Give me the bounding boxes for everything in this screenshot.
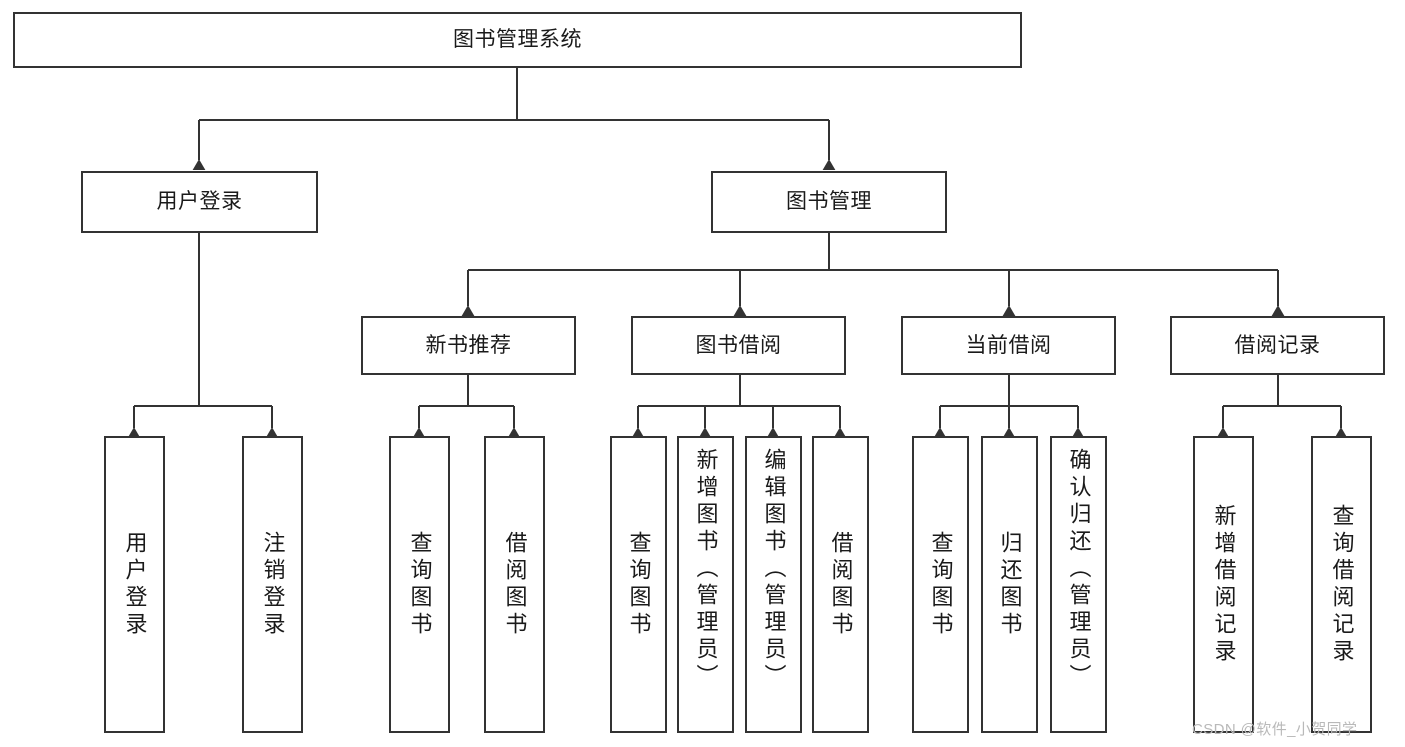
node-leaf-query-book-1[interactable]: 查询图书: [389, 436, 450, 733]
node-leaf-query-book-2-label: 查询图书: [626, 530, 652, 639]
node-leaf-add-book-label: 新增图书（管理员）: [693, 448, 719, 691]
node-borrow-record[interactable]: 借阅记录: [1170, 316, 1385, 375]
node-leaf-add-book[interactable]: 新增图书（管理员）: [677, 436, 734, 733]
node-leaf-query-book-2[interactable]: 查询图书: [610, 436, 667, 733]
node-current-borrow-label: 当前借阅: [965, 333, 1052, 357]
node-new-book-rec-label: 新书推荐: [425, 333, 512, 357]
node-leaf-add-record[interactable]: 新增借阅记录: [1193, 436, 1254, 733]
node-leaf-query-book-3[interactable]: 查询图书: [912, 436, 969, 733]
node-leaf-user-login[interactable]: 用户登录: [104, 436, 165, 733]
node-leaf-borrow-book-2[interactable]: 借阅图书: [812, 436, 869, 733]
node-leaf-borrow-book-1-label: 借阅图书: [502, 530, 528, 639]
node-leaf-return-book[interactable]: 归还图书: [981, 436, 1038, 733]
node-leaf-add-record-label: 新增借阅记录: [1211, 503, 1237, 666]
node-root-label: 图书管理系统: [453, 28, 582, 52]
node-leaf-confirm-return-label: 确认归还（管理员）: [1066, 448, 1092, 691]
node-leaf-borrow-book-2-label: 借阅图书: [828, 530, 854, 639]
node-new-book-rec[interactable]: 新书推荐: [361, 316, 576, 375]
node-leaf-borrow-book-1[interactable]: 借阅图书: [484, 436, 545, 733]
node-leaf-query-record[interactable]: 查询借阅记录: [1311, 436, 1372, 733]
node-user-login-label: 用户登录: [156, 190, 243, 214]
node-leaf-query-book-1-label: 查询图书: [407, 530, 433, 639]
node-borrow-record-label: 借阅记录: [1234, 333, 1321, 357]
node-leaf-confirm-return[interactable]: 确认归还（管理员）: [1050, 436, 1107, 733]
node-leaf-edit-book-label: 编辑图书（管理员）: [761, 448, 787, 691]
node-root[interactable]: 图书管理系统: [13, 12, 1022, 68]
node-user-login[interactable]: 用户登录: [81, 171, 318, 233]
csdn-watermark: CSDN @软件_小贺同学: [1192, 721, 1358, 738]
node-leaf-user-login-label: 用户登录: [122, 530, 148, 639]
node-book-manage[interactable]: 图书管理: [711, 171, 947, 233]
node-leaf-logout-label: 注销登录: [260, 530, 286, 639]
node-leaf-edit-book[interactable]: 编辑图书（管理员）: [745, 436, 802, 733]
node-leaf-query-record-label: 查询借阅记录: [1329, 503, 1355, 666]
node-current-borrow[interactable]: 当前借阅: [901, 316, 1116, 375]
node-leaf-return-book-label: 归还图书: [997, 530, 1023, 639]
node-leaf-query-book-3-label: 查询图书: [928, 530, 954, 639]
node-book-manage-label: 图书管理: [786, 190, 872, 214]
node-book-borrow-label: 图书借阅: [695, 333, 782, 357]
node-leaf-logout[interactable]: 注销登录: [242, 436, 303, 733]
node-book-borrow[interactable]: 图书借阅: [631, 316, 846, 375]
